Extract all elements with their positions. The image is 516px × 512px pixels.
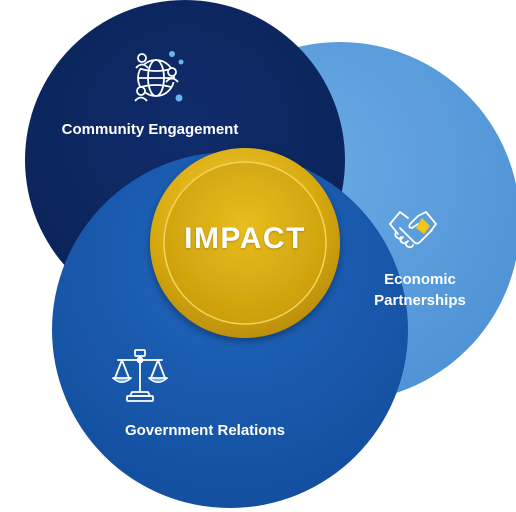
economic-label-line2: Partnerships: [374, 292, 466, 309]
impact-center-label: IMPACT: [184, 222, 306, 255]
community-engagement-label: Community Engagement: [61, 121, 239, 138]
economic-label-line1: Economic: [384, 271, 456, 288]
impact-center-seal: [150, 148, 340, 338]
handshake-icon: [389, 211, 437, 249]
economic-partnerships-label: Economic Partnerships: [350, 269, 490, 311]
globe-network-people-icon: [134, 51, 184, 102]
government-relations-label: Government Relations: [124, 422, 286, 439]
scales-of-justice-icon: [112, 349, 168, 402]
